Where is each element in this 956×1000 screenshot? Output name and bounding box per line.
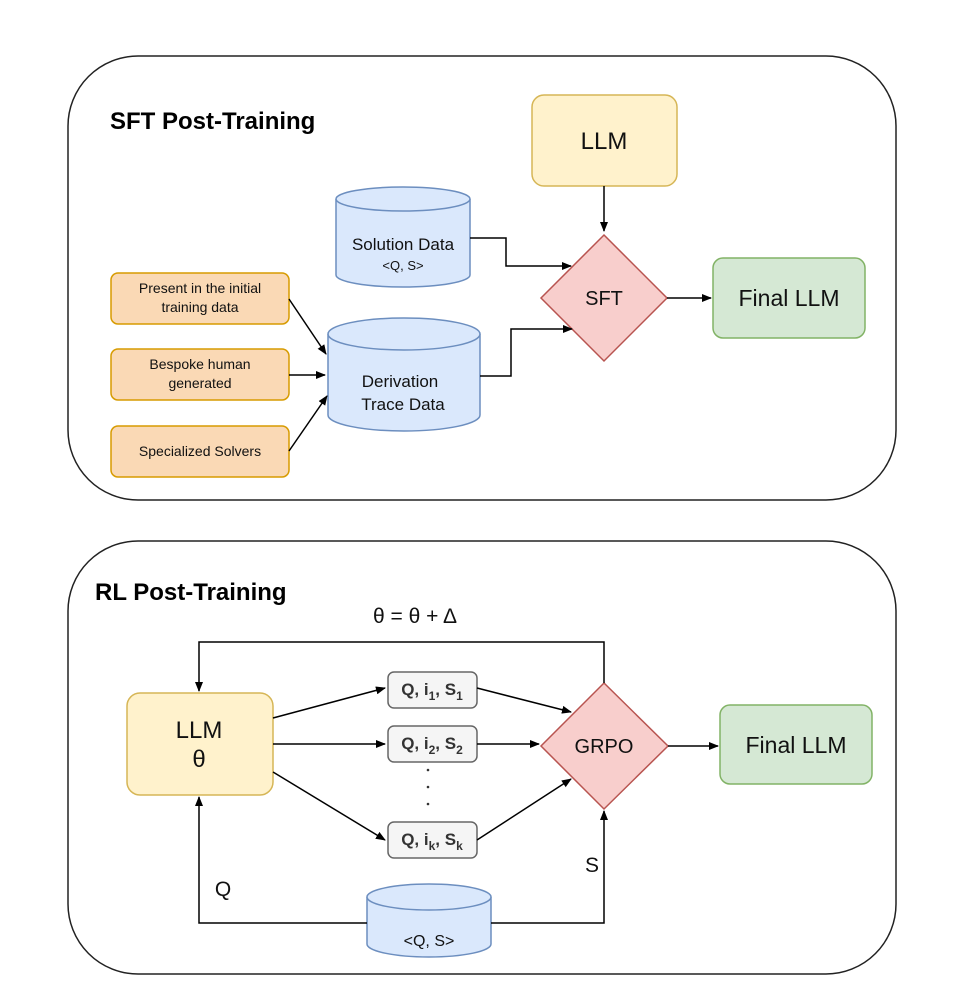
rl-final-llm-label: Final LLM (746, 732, 847, 758)
arrow-initial-to-derivation (288, 298, 327, 355)
arrow-dataset-q-to-llm (195, 796, 367, 924)
sft-final-llm-node[interactable]: Final LLM (712, 257, 866, 339)
sft-final-llm-label: Final LLM (739, 285, 840, 311)
sample-2-label: Q, i2, S2 (401, 734, 463, 757)
sample-ellipsis (426, 768, 430, 806)
rl-panel-title: RL Post-Training (95, 579, 287, 606)
sample-box-1[interactable]: Q, i1, S1 (387, 671, 478, 709)
q-edge-label: Q (215, 878, 231, 901)
qs-dataset-label: <Q, S> (404, 933, 455, 950)
arrow-llm-to-sample-1 (272, 686, 386, 719)
source-solvers-label: Specialized Solvers (139, 443, 261, 459)
source-bespoke-line2: generated (168, 375, 231, 391)
solution-data-cylinder[interactable]: Solution Data <Q, S> (335, 186, 471, 288)
sample-1-label: Q, i1, S1 (401, 680, 463, 703)
arrow-update-feedback (195, 641, 605, 692)
rl-llm-theta: θ (192, 746, 205, 773)
arrow-sample-k-to-grpo (476, 778, 572, 841)
rl-llm-node[interactable]: LLM θ (126, 692, 274, 796)
source-initial-line1: Present in the initial (139, 280, 261, 296)
source-bespoke-line1: Bespoke human (149, 356, 250, 372)
arrow-sample-1-to-grpo (476, 687, 572, 714)
sft-llm-label: LLM (581, 128, 628, 155)
source-bespoke-human[interactable]: Bespoke human generated (110, 348, 290, 401)
arrow-solution-to-sft (470, 237, 572, 270)
derivation-label-line2: Trace Data (361, 395, 445, 414)
solution-data-format: <Q, S> (382, 258, 423, 273)
sft-panel-title: SFT Post-Training (110, 108, 315, 135)
arrow-dataset-s-to-grpo (491, 810, 608, 924)
sample-k-label: Q, ik, Sk (401, 830, 463, 853)
rl-panel (67, 540, 897, 975)
parameter-update-label: θ = θ + Δ (373, 605, 457, 628)
qs-dataset-cylinder[interactable]: <Q, S> (366, 883, 492, 958)
arrow-solvers-to-derivation (288, 395, 328, 452)
rl-final-llm-node[interactable]: Final LLM (719, 704, 873, 785)
sft-llm-node[interactable]: LLM (531, 94, 678, 187)
arrow-derivation-to-sft (480, 325, 573, 377)
source-specialized-solvers[interactable]: Specialized Solvers (110, 425, 290, 478)
s-edge-label: S (585, 854, 599, 877)
sft-diamond-label: SFT (585, 288, 623, 310)
sample-box-2[interactable]: Q, i2, S2 (387, 725, 478, 763)
source-initial-training[interactable]: Present in the initial training data (110, 272, 290, 325)
arrow-llm-to-sample-k (272, 771, 386, 841)
sample-box-k[interactable]: Q, ik, Sk (387, 821, 478, 859)
grpo-diamond[interactable]: GRPO (539, 681, 670, 811)
grpo-label: GRPO (575, 736, 634, 758)
solution-data-label: Solution Data (352, 235, 455, 254)
rl-llm-label: LLM (176, 717, 223, 744)
derivation-trace-cylinder[interactable]: Derivation Trace Data (327, 317, 481, 432)
derivation-label-line1: Derivation (362, 372, 439, 391)
source-initial-line2: training data (161, 299, 238, 315)
